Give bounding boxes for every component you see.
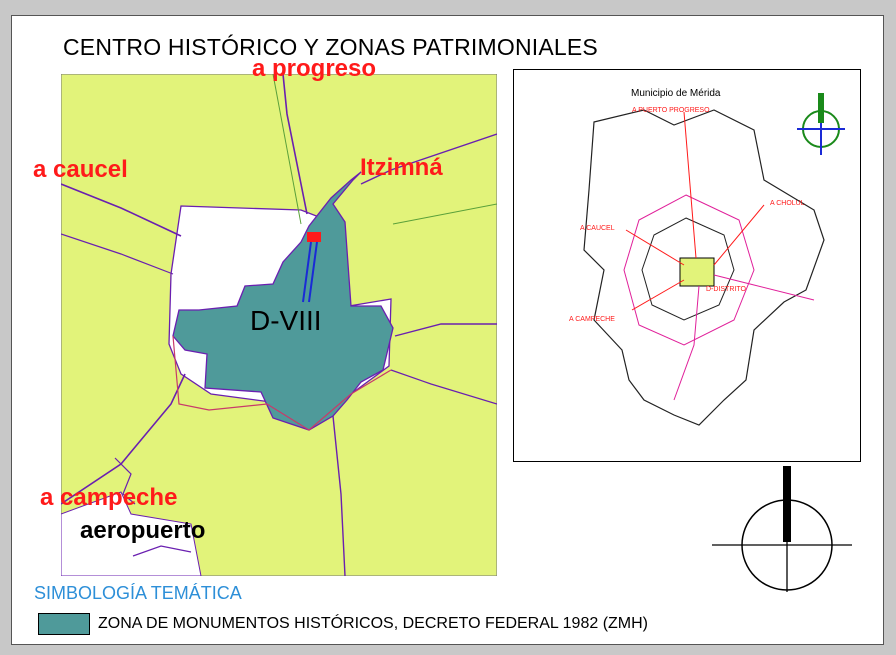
road-south (332, 415, 346, 576)
inset-label-progreso: A PUERTO PROGRESO (632, 107, 710, 114)
inset-road-progreso (683, 111, 697, 259)
north-arrow-large-icon (712, 466, 852, 592)
map-title: CENTRO HISTÓRICO Y ZONAS PATRIMONIALES (63, 34, 598, 60)
municipality-boundary (583, 109, 825, 426)
legend-swatch (38, 613, 90, 635)
label-district: D-VIII (250, 305, 322, 336)
inset-title: Municipio de Mérida (631, 88, 721, 99)
airport-area (61, 491, 202, 576)
label-a-caucel: a caucel (33, 156, 128, 183)
legend-item: ZONA DE MONUMENTOS HISTÓRICOS, DECRETO F… (38, 613, 648, 635)
inset-label-cholul: A CHOLUL (770, 200, 805, 207)
road-southeast (390, 369, 497, 405)
road-progreso-east (360, 133, 497, 185)
road-green-1 (272, 74, 302, 225)
inset-ring-outer (623, 194, 755, 346)
inset-ring-inner (641, 217, 735, 321)
street-blue-2 (308, 241, 318, 303)
city-map[interactable] (61, 74, 497, 576)
inset-label-campeche: A CAMPECHE (569, 316, 615, 323)
airport-runway (132, 545, 192, 557)
label-aeropuerto: aeropuerto (80, 517, 206, 544)
road-green-2 (392, 203, 497, 225)
label-a-progreso: a progreso (252, 55, 377, 82)
street-blue-1 (302, 241, 312, 303)
legend-title: SIMBOLOGÍA TEMÁTICA (34, 583, 242, 603)
legend-item-label: ZONA DE MONUMENTOS HISTÓRICOS, DECRETO F… (98, 615, 648, 632)
road-east (394, 323, 497, 337)
cathedral-marker (307, 232, 321, 242)
label-itzimna: Itzimná (360, 154, 443, 181)
historic-zone (172, 171, 394, 431)
inset-map-drawing (583, 109, 825, 426)
north-arrow-small-icon (797, 93, 845, 155)
inset-road-south (673, 285, 700, 401)
ring-road (172, 335, 392, 431)
label-a-campeche: a campeche (40, 484, 178, 511)
road-west (61, 233, 174, 275)
inset-label-district: D-DISTRITO (706, 286, 746, 293)
airport-fence (114, 457, 136, 505)
inset-label-caucel: A CAUCEL (580, 225, 615, 232)
inset-road-caucel (625, 229, 685, 266)
inset-road-cholul (713, 204, 765, 266)
inset-road-east (713, 274, 815, 301)
inset-map[interactable]: Municipio de Mérida A PUERTO PROGRESO A … (513, 69, 861, 462)
road-progreso (282, 74, 308, 215)
inset-center-marker (679, 257, 715, 287)
road-caucel (61, 183, 182, 237)
inset-road-campeche (631, 279, 685, 311)
